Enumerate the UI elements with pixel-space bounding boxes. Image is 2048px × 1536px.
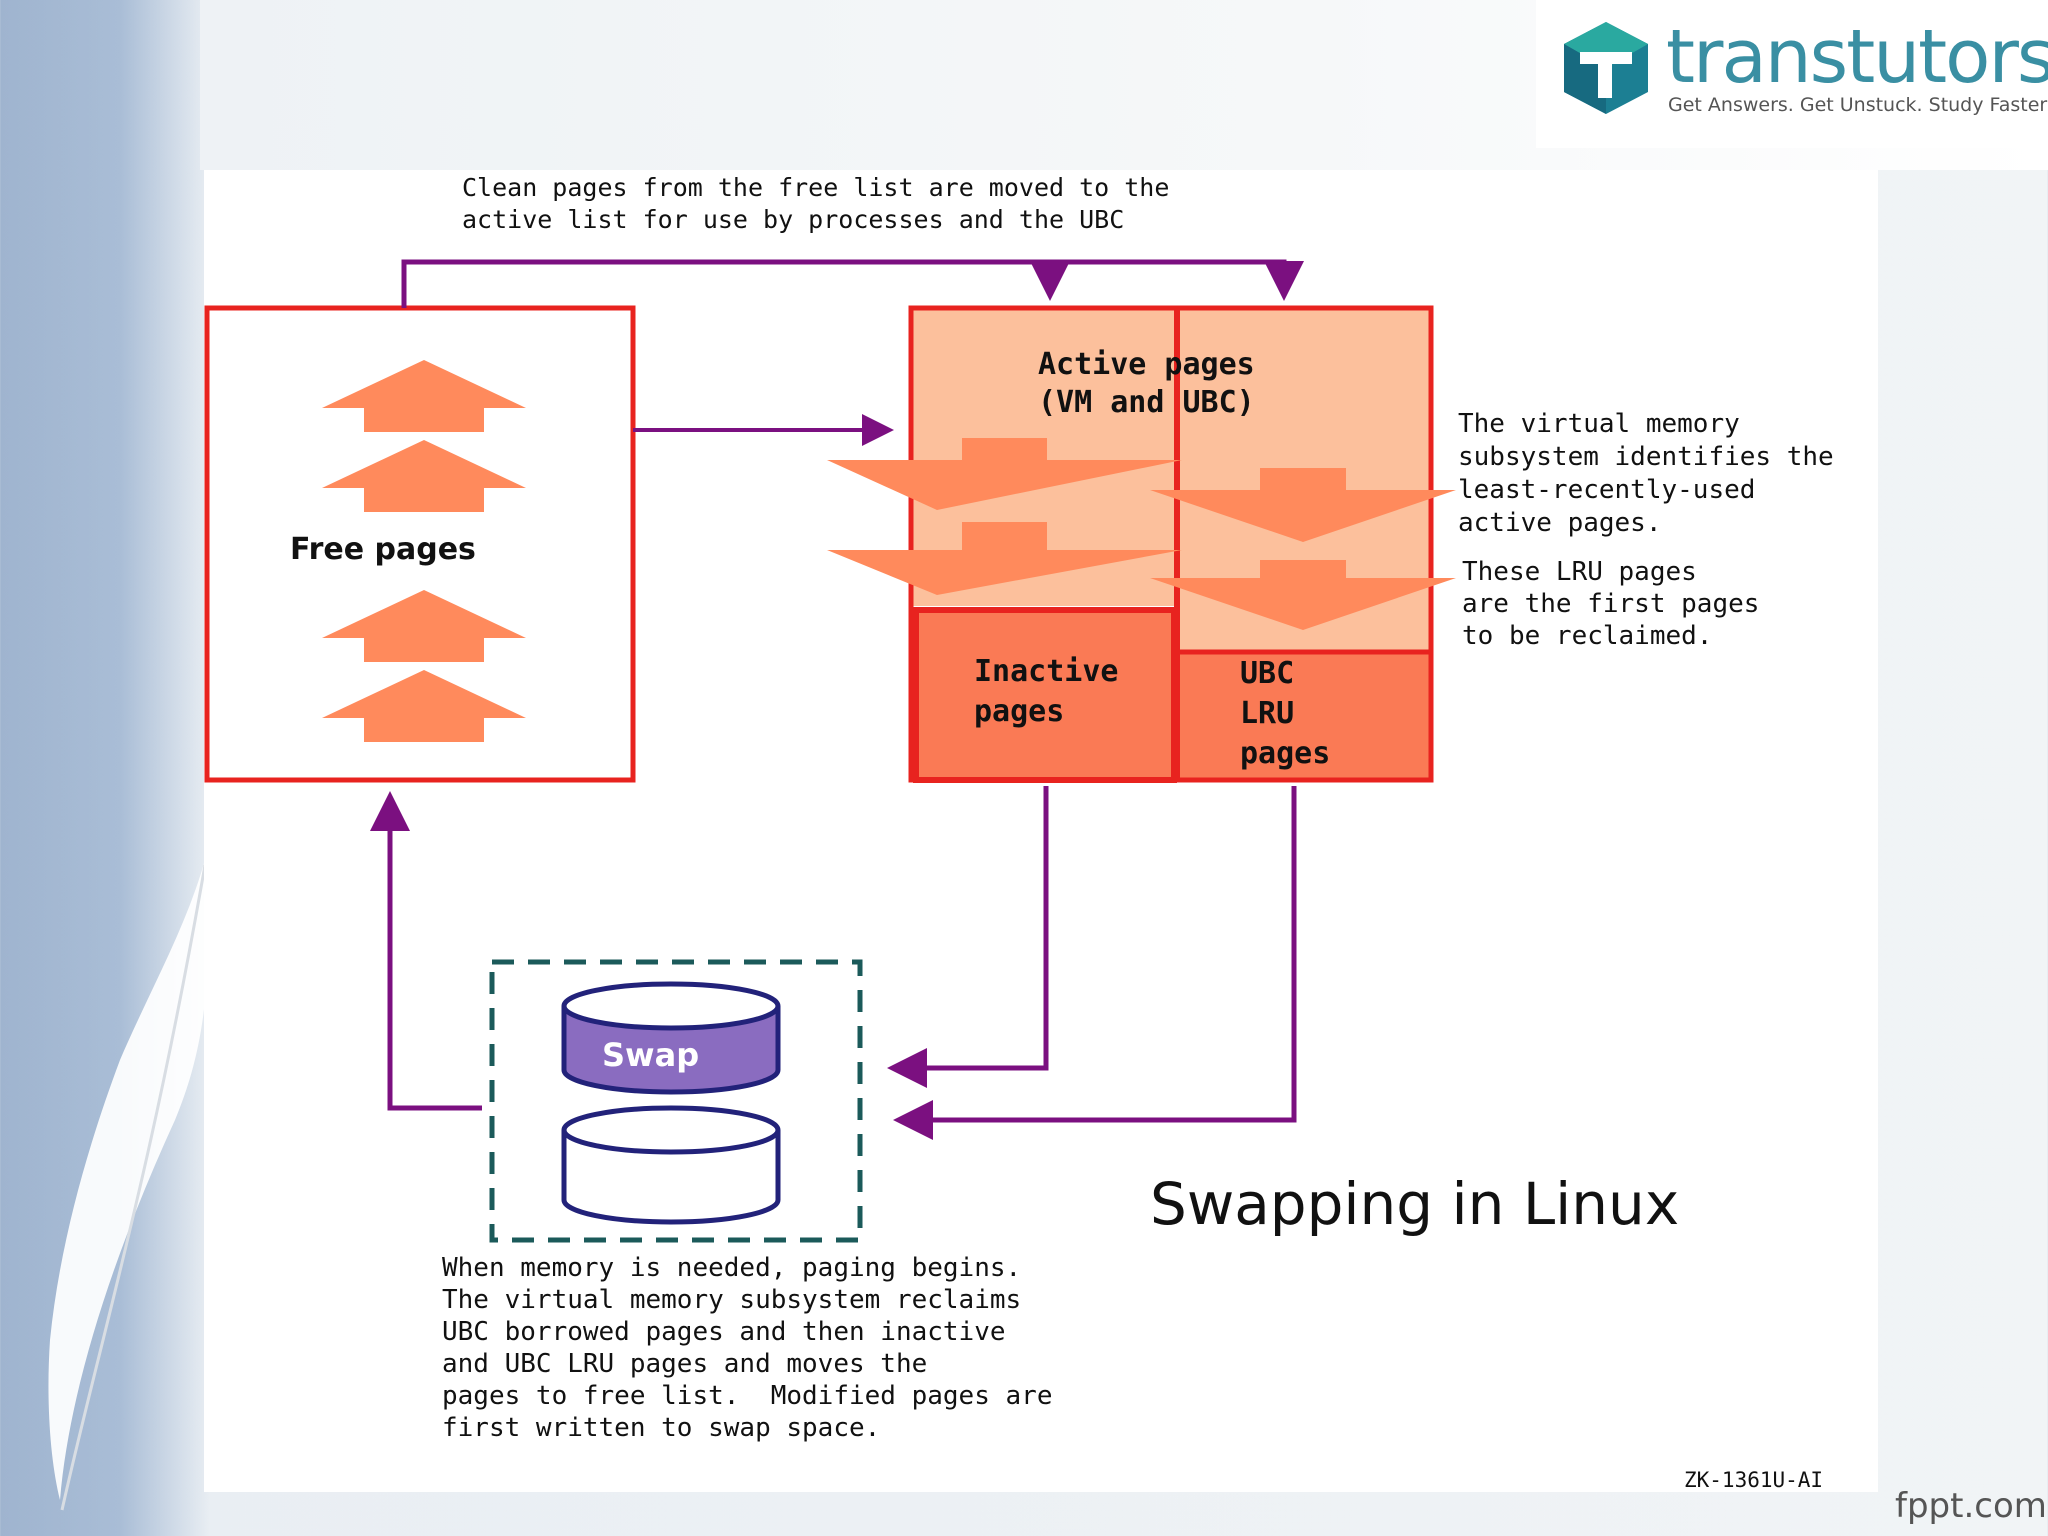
active-pages-label: Active pages (VM and UBC) [1038,347,1255,420]
slide-title: Swapping in Linux [1150,1170,1680,1238]
top-caption: Clean pages from the free list are moved… [462,173,1170,234]
footer-brand: fppt.com [1895,1486,2047,1526]
ubc-lru-pages-label: UBC LRU pages [1240,656,1331,771]
inactive-pages-region [913,607,1177,783]
ubc-lru-to-swap-connector [893,786,1297,1140]
inactive-pages-label: Inactive pages [974,654,1119,729]
ubc-lru-region [1179,654,1429,780]
swap-to-free-connector [370,791,482,1111]
right-note-lru-identification: The virtual memory subsystem identifies … [1458,409,1834,538]
disk-icon [561,1105,781,1225]
free-pages-up-arrows [322,360,526,742]
free-pages-label: Free pages [290,532,476,567]
active-down-arrows [827,438,1456,630]
swap-space-dashed-box [489,959,863,1243]
active-pages-box [908,305,1434,783]
free-to-active-top-connector [401,259,1304,308]
feather-decoration [48,860,209,1511]
logo-wordmark: transtutors [1666,14,2048,100]
transtutors-hexagon-icon [1564,22,1648,114]
bottom-note-paging: When memory is needed, paging begins. Th… [442,1253,1053,1443]
inactive-to-swap-connector [887,786,1049,1088]
swap-label: Swap [602,1036,700,1074]
right-note-lru-reclaim: These LRU pages are the first pages to b… [1462,557,1760,651]
diagram-canvas: Clean pages from the free list are moved… [204,170,1878,1492]
figure-reference-code: ZK-1361U-AI [1684,1468,1824,1492]
swap-disk-icon [561,981,781,1095]
transtutors-logo: transtutors Get Answers. Get Unstuck. St… [1536,0,2048,148]
paging-diagram [204,259,1456,1243]
logo-tagline: Get Answers. Get Unstuck. Study Faster [1668,94,2048,116]
